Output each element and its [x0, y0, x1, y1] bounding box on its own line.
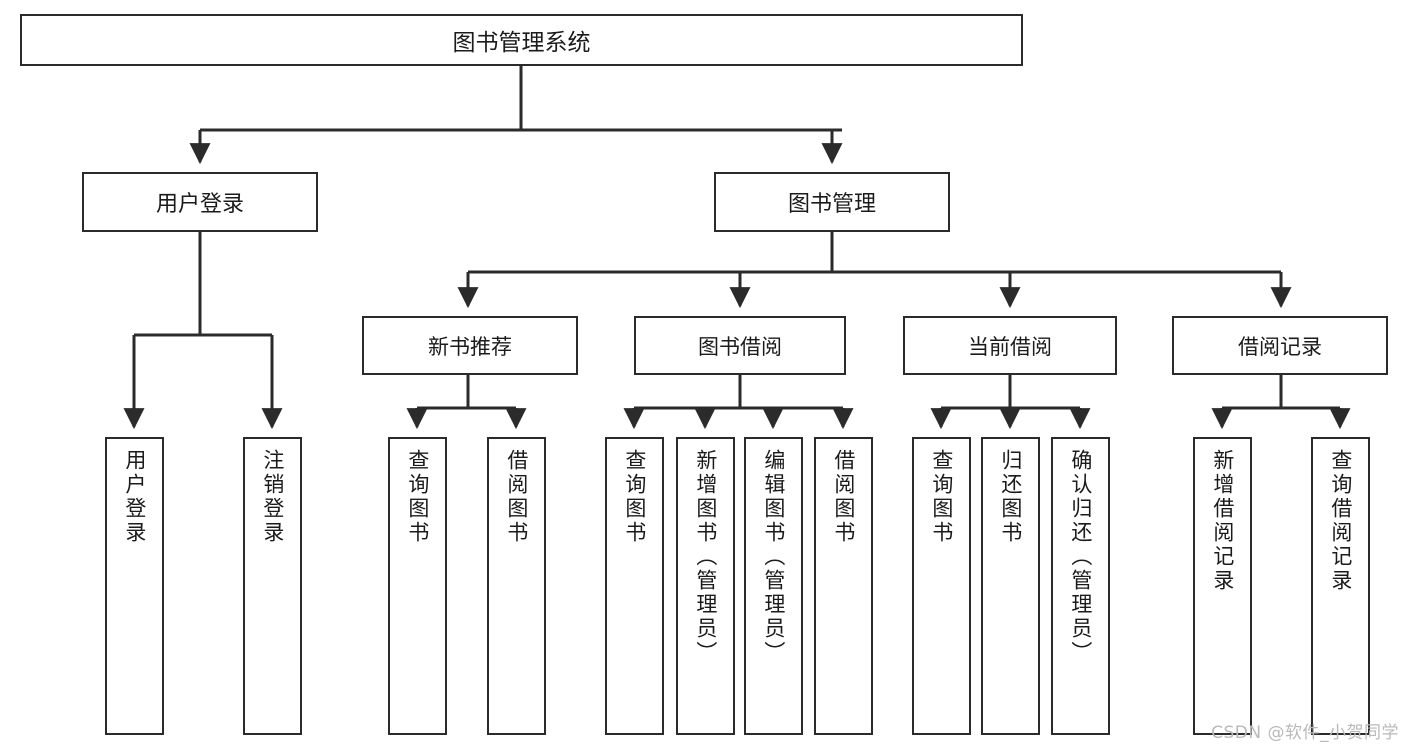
leaf-new-book-borrow-label: 借阅图书	[504, 449, 529, 545]
leaf-new-book-query[interactable]: 查询图书	[388, 437, 447, 735]
node-user-login-label: 用户登录	[155, 192, 244, 217]
leaf-current-query-book[interactable]: 查询图书	[912, 437, 971, 735]
node-book-management-label: 图书管理	[787, 192, 876, 217]
node-current-borrow-label: 当前借阅	[968, 334, 1052, 359]
node-book-borrow-label: 图书借阅	[698, 334, 782, 359]
leaf-record-add[interactable]: 新增借阅记录	[1193, 437, 1252, 735]
node-root-label: 图书管理系统	[452, 30, 591, 56]
leaf-new-book-borrow[interactable]: 借阅图书	[487, 437, 546, 735]
node-new-book-recommend[interactable]: 新书推荐	[362, 316, 578, 375]
node-current-borrow[interactable]: 当前借阅	[903, 316, 1117, 375]
leaf-user-login-label: 用户登录	[122, 449, 147, 545]
node-book-management[interactable]: 图书管理	[714, 172, 950, 232]
node-borrow-record[interactable]: 借阅记录	[1172, 316, 1388, 375]
leaf-current-confirm-return[interactable]: 确认归还（管理员）	[1051, 437, 1110, 735]
leaf-borrow-query-book-label: 查询图书	[622, 449, 647, 545]
leaf-user-login[interactable]: 用户登录	[105, 437, 164, 735]
leaf-user-logout[interactable]: 注销登录	[243, 437, 302, 735]
leaf-user-logout-label: 注销登录	[260, 449, 285, 545]
leaf-current-query-book-label: 查询图书	[929, 449, 954, 545]
leaf-record-add-label: 新增借阅记录	[1210, 449, 1235, 593]
leaf-borrow-borrow-book-label: 借阅图书	[831, 449, 856, 545]
node-book-borrow[interactable]: 图书借阅	[634, 316, 846, 375]
leaf-current-return-book[interactable]: 归还图书	[981, 437, 1040, 735]
watermark: CSDN @软件_小贺同学	[1211, 723, 1399, 743]
node-user-login[interactable]: 用户登录	[82, 172, 318, 232]
leaf-borrow-query-book[interactable]: 查询图书	[605, 437, 664, 735]
node-root[interactable]: 图书管理系统	[20, 14, 1023, 66]
leaf-new-book-query-label: 查询图书	[405, 449, 430, 545]
leaf-record-query-label: 查询借阅记录	[1328, 449, 1353, 593]
leaf-record-query[interactable]: 查询借阅记录	[1311, 437, 1370, 735]
leaf-borrow-add-book[interactable]: 新增图书（管理员）	[676, 437, 735, 735]
leaf-borrow-edit-book[interactable]: 编辑图书（管理员）	[744, 437, 803, 735]
leaf-borrow-edit-book-label: 编辑图书（管理员）	[761, 449, 786, 665]
leaf-current-return-book-label: 归还图书	[998, 449, 1023, 545]
leaf-borrow-add-book-label: 新增图书（管理员）	[693, 449, 718, 665]
leaf-borrow-borrow-book[interactable]: 借阅图书	[814, 437, 873, 735]
node-new-book-recommend-label: 新书推荐	[428, 334, 512, 359]
leaf-current-confirm-return-label: 确认归还（管理员）	[1068, 449, 1093, 665]
node-borrow-record-label: 借阅记录	[1238, 334, 1322, 359]
